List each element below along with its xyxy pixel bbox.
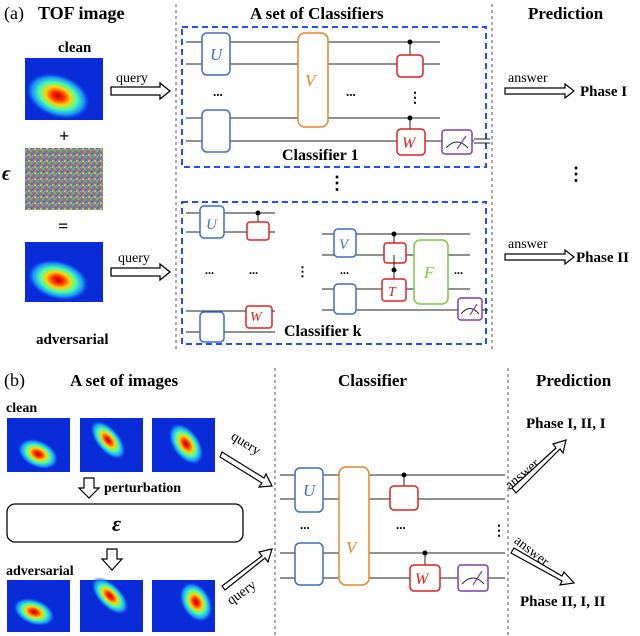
classifier-1-box — [181, 26, 487, 168]
answer-label: answer — [503, 456, 543, 493]
gate-v-label: V — [346, 538, 359, 557]
query-arrow — [219, 451, 273, 488]
epsilon-symbol: ϵ — [2, 163, 11, 185]
down-arrow — [77, 477, 101, 499]
answer-arrow — [504, 248, 575, 266]
gate-t — [381, 278, 407, 302]
gate-f — [413, 239, 449, 305]
equals-sign: = — [58, 216, 68, 236]
prediction-phase-1: Phase I — [580, 84, 627, 100]
panel-b-title-right: Prediction — [536, 371, 612, 390]
gate-red — [389, 485, 419, 511]
gate-v — [338, 466, 370, 586]
gate-red — [246, 221, 270, 241]
perturbation-label: perturbation — [104, 481, 181, 496]
query-label: query — [118, 251, 150, 266]
dots-h: ... — [300, 517, 310, 532]
clean-label: clean — [6, 401, 37, 416]
dots-h: ... — [346, 84, 356, 99]
panel-b-title-left: A set of images — [70, 371, 179, 390]
gate-w-label: W — [250, 310, 263, 325]
gate-w — [245, 305, 273, 329]
answer-arrow — [511, 439, 567, 494]
down-arrow — [100, 548, 124, 571]
clean-heatmap — [25, 58, 103, 120]
adversarial-image-2 — [80, 577, 143, 632]
prediction-1: Phase I, II, I — [526, 416, 606, 432]
gate-w-label: W — [402, 135, 417, 152]
gate-w — [409, 564, 441, 592]
answer-label: answer — [508, 237, 548, 252]
answer-arrow — [504, 82, 575, 100]
query-label: query — [116, 71, 148, 86]
gate-u-lower — [294, 542, 324, 586]
adversarial-label: adversarial — [6, 564, 74, 579]
plus-sign: + — [59, 126, 69, 146]
gate-v — [333, 228, 357, 258]
panel-b-label: (b) — [4, 370, 25, 391]
dots-h: ... — [454, 263, 463, 277]
classifier-k-box — [181, 201, 487, 345]
dots-v: ⋮ — [328, 173, 346, 193]
classifier-k-label: Classifier k — [284, 323, 362, 340]
gate-red — [383, 242, 407, 264]
noise-image — [25, 148, 103, 210]
panel-a-title-right: Prediction — [528, 4, 604, 23]
gate-u-label: U — [210, 45, 224, 64]
dots-v: ⋮ — [296, 264, 309, 279]
panel-a-label: (a) — [4, 3, 24, 24]
query-arrow — [110, 81, 172, 101]
adversarial-image-3 — [152, 580, 215, 632]
gate-v — [297, 32, 329, 128]
gate-u-label: U — [303, 481, 317, 500]
gate-v-label: V — [305, 71, 318, 90]
adversarial-image-1 — [7, 580, 70, 632]
query-arrow — [110, 262, 172, 282]
gate-u-label: U — [206, 217, 218, 233]
gate-v-lower — [333, 283, 357, 315]
dots-h: ... — [205, 263, 214, 277]
dots-h: ... — [213, 84, 223, 99]
clean-label: clean — [58, 40, 92, 56]
gate-u-lower — [199, 311, 225, 343]
query-arrow — [221, 548, 273, 591]
gate-u-lower — [201, 109, 231, 153]
panel-a-title-left: TOF image — [38, 3, 125, 23]
gate-w — [396, 128, 426, 156]
answer-arrow — [510, 547, 576, 586]
dots-h: ... — [396, 517, 406, 532]
classifier-k-circuit — [186, 205, 488, 343]
answer-label: answer — [508, 71, 548, 86]
dots-v: ⋮ — [408, 91, 422, 106]
epsilon-box — [6, 503, 244, 543]
dots-h: ... — [340, 263, 349, 277]
clean-image-1 — [7, 418, 70, 472]
panel-b-title-mid: Classifier — [338, 371, 407, 390]
classifier-1-label: Classifier 1 — [282, 147, 359, 164]
clean-image-3 — [152, 418, 215, 472]
query-label: query — [228, 429, 263, 459]
prediction-2: Phase II, I, II — [520, 594, 606, 610]
adversarial-heatmap — [25, 242, 103, 302]
epsilon-symbol: ε — [112, 511, 121, 536]
dots-v: ⋮ — [492, 524, 506, 539]
classifier-b-circuit — [280, 466, 505, 592]
gate-v-label: V — [339, 237, 350, 253]
dots-h: ... — [249, 263, 258, 277]
gate-u — [199, 205, 225, 239]
gate-w-label: W — [415, 571, 430, 588]
dots-v: ⋮ — [567, 164, 585, 184]
gate-red — [396, 54, 424, 78]
gate-f-label: F — [423, 263, 435, 282]
panel-a-title-mid: A set of Classifiers — [250, 4, 384, 23]
gate-t-label: T — [388, 285, 397, 300]
prediction-phase-2: Phase II — [576, 250, 629, 266]
clean-image-2 — [80, 418, 143, 472]
adversarial-label: adversarial — [36, 332, 109, 348]
gate-u — [294, 467, 324, 513]
gate-u — [201, 32, 231, 76]
classifier-1-circuit — [186, 32, 490, 156]
